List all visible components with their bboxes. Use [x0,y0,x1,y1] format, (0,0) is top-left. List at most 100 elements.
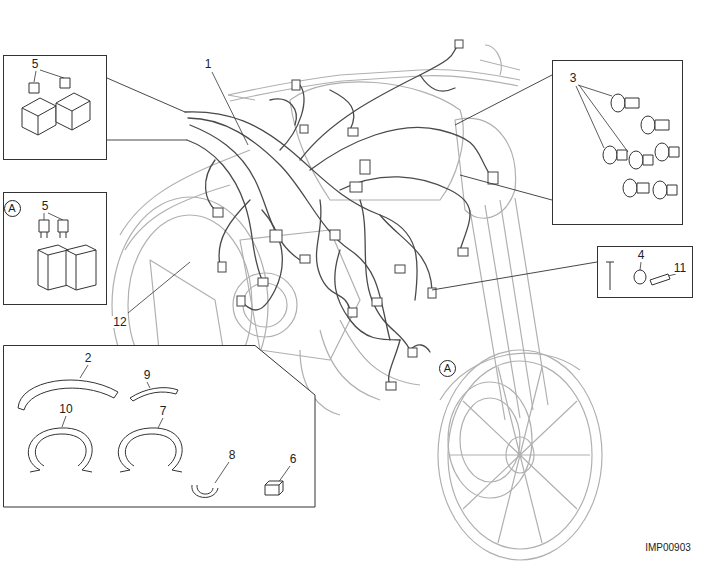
inset-ground [3,55,107,160]
inset-link-line [107,78,185,112]
inset-link-line [432,262,597,290]
inset-ground [597,246,693,298]
part-drawing [625,98,639,108]
harness-connector [237,296,245,306]
callout-number: 4 [637,249,646,261]
part-drawing [22,106,56,135]
part-drawing [56,93,90,130]
harness-connector [488,172,498,184]
callout-number: 2 [84,352,93,364]
motorcycle-outline [480,60,520,70]
harness-connector [408,348,417,357]
wiring-harness [270,99,296,125]
part-drawing [35,434,86,466]
part-drawing [22,98,56,135]
motorcycle-outline [240,230,360,360]
wiring-harness [360,200,410,350]
wiring-harness [316,200,350,310]
callout-number: 11 [673,262,687,274]
motorcycle-outline [438,350,602,560]
harness-connector [348,308,357,317]
part-drawing [641,116,655,134]
part-drawing [58,220,68,232]
harness-connector [395,265,405,273]
wiring-harness [310,127,490,175]
wiring-harness [219,200,250,265]
motorcycle-outline [230,75,518,101]
wiring-harness [380,215,432,290]
callout-number: 10 [58,403,73,415]
harness-connector [386,382,396,390]
harness-connector [292,80,300,90]
inset-link-line [107,75,597,290]
harness-connector [213,40,498,390]
inset-ground [552,60,683,225]
motorcycle-outline [448,361,592,549]
inset-panel: A5 [3,192,107,305]
leader-line [212,72,248,145]
motorcycle-outline [340,320,420,385]
harness-connector [258,278,268,286]
callout-number: 6 [289,453,298,465]
part-drawing [650,274,670,285]
harness-connector [360,160,370,174]
part-drawing [192,485,218,497]
part-drawing [125,434,176,466]
callout-number: 1 [204,58,213,70]
callout-number: 5 [41,200,50,212]
part-drawing [265,481,283,495]
part-drawing [39,220,49,232]
part-drawing [130,388,178,401]
part-drawing [617,150,627,160]
inset-outline [3,345,316,508]
part-drawing [29,83,39,93]
wiring-harness [300,45,458,160]
part-drawing [60,232,66,238]
part-drawing [60,78,70,88]
reference-letter: A [444,363,451,374]
inset-ground [3,55,693,507]
motorcycle-outline [470,205,520,420]
wiring-harness [185,112,417,300]
part-drawing [611,94,625,112]
reference-circle: A [439,360,456,377]
callout-number: 8 [228,449,237,461]
reference-letter: A [8,203,15,214]
wiring-harness [330,90,354,130]
inset-panel: 3 [552,60,683,225]
callout-number: 5 [31,58,40,70]
part-drawing [655,120,669,130]
harness-connector [218,262,226,272]
inset-link-line [455,75,552,125]
wiring-harness [188,118,390,340]
wiring-harness [420,75,455,91]
part-drawing [655,143,669,161]
leader-line [62,365,290,483]
inset-outline [4,346,316,508]
motorcycle-outline [448,382,532,498]
wiring-harness [187,140,262,280]
harness-connector [458,248,468,256]
inset-link-line [460,175,552,200]
motorcycle-outline [228,69,520,95]
motorcycle-outline [500,198,548,410]
harness-connector [330,230,340,240]
part-drawing [38,245,68,290]
inset-panel: 2910786 [3,345,316,508]
callout-number: 9 [143,369,152,381]
part-drawing [637,183,649,193]
harness-connector [348,128,358,136]
motorcycle-outline [450,367,590,543]
wiring-harness [190,125,300,260]
harness-connector [213,208,223,217]
part-drawing [634,270,646,284]
part-drawing [623,179,637,197]
part-drawing [667,185,677,195]
inset-panel: 4 11 [597,246,693,298]
wiring-harness [280,85,304,150]
harness-connector [300,125,308,133]
part-drawing [18,78,679,497]
part-drawing [118,428,182,472]
motorcycle-outline [228,95,255,100]
